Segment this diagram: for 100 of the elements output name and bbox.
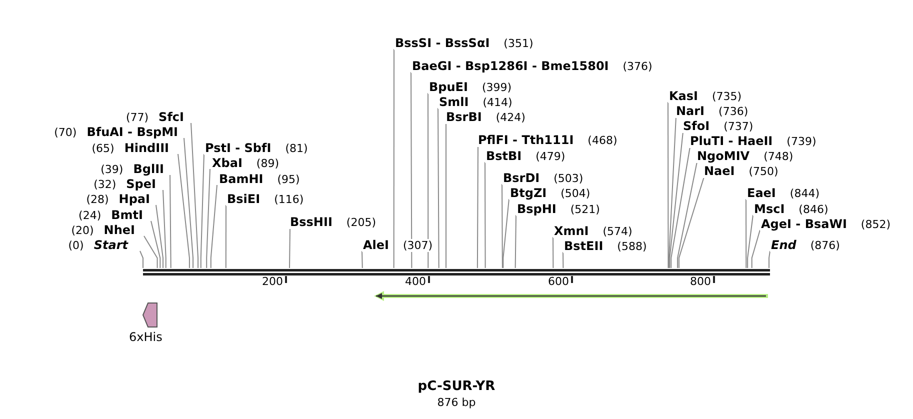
leader-line [210,184,218,268]
enzyme-name: PluTI - HaeII [689,134,774,148]
leader-line [438,108,440,268]
leader-line [678,176,704,268]
enzyme-name: AgeI - BsaWI [760,217,848,231]
cut-position: (852) [860,218,892,231]
map-caption: 876 bp [436,396,477,409]
cut-position: (588) [616,240,648,253]
leader-line [552,236,554,268]
enzyme-name: BsiEI [226,192,262,206]
leader-line [200,154,204,268]
enzyme-name: BstEII [563,239,604,253]
leader-line [668,102,669,268]
cut-position: (424) [494,111,526,124]
cut-position: (95) [276,173,301,186]
enzyme-name: SfcI [158,110,185,124]
cut-position: (81) [284,142,309,155]
cut-position: (504) [560,187,592,200]
leader-line [751,230,760,268]
leader-line [428,92,429,268]
enzyme-name: SfoI [682,119,711,133]
enzyme-name: BamHI [218,172,264,186]
leader-line [150,220,161,268]
leader-line [502,184,503,268]
cut-position: (77) [124,111,150,124]
cut-position: (351) [502,37,534,50]
enzyme-name: KasI [668,89,700,103]
leader-line [410,72,412,268]
axis-tick-label: 800 [690,275,711,288]
enzyme-name: SmlI [438,95,470,109]
leader-line [144,236,158,268]
cut-position: (503) [552,172,584,185]
leader-line [178,154,190,268]
leader-line [184,138,194,268]
leader-line [562,252,564,268]
leader-line [746,198,747,268]
leader-line [668,116,676,268]
enzyme-name: XmnI [553,224,590,238]
enzyme-name: BfuAI - BspMI [86,125,179,139]
cut-position: (28) [85,193,110,206]
axis-tick-label: 600 [548,275,569,288]
leader-line [670,146,690,268]
leader-line [289,228,290,268]
cut-position: (479) [534,150,566,163]
enzyme-name: BpuEI [428,80,469,94]
cut-position: (0) [67,239,85,252]
cut-position: (846) [798,203,830,216]
cut-position: (737) [722,120,754,133]
map-title: pC-SUR-YR [416,379,496,394]
enzyme-name: NgoMIV [696,149,751,163]
cut-position: (399) [480,81,513,94]
enzyme-name: BmtI [110,208,144,222]
leader-line [476,146,478,268]
enzyme-name: BsrBI [445,110,483,124]
cut-position: (89) [255,157,280,170]
cut-position: (750) [748,165,780,178]
enzyme-name: AleI [362,238,390,252]
enzyme-name: NaeI [703,164,736,178]
cut-position: (205) [345,216,377,229]
enzyme-name: PstI - SbfI [204,141,272,155]
leader-line [225,204,226,268]
cut-position: (735) [711,90,743,103]
leader-line [206,168,210,268]
cut-position: (307) [402,239,434,252]
enzyme-name: End [770,238,798,252]
enzyme-name: PflFI - Tth111I [477,133,575,147]
enzyme-name: BglII [132,162,165,176]
leader-line [190,122,199,268]
cut-position: (376) [622,60,654,73]
cut-position: (65) [90,142,116,155]
cut-position: (739) [786,135,818,148]
cut-position: (32) [92,178,118,191]
cut-position: (468) [586,134,618,147]
enzyme-name: BaeGI - Bsp1286I - Bme1580I [411,59,610,73]
leader-line [768,250,770,268]
axis-tick-label: 200 [262,275,283,288]
enzyme-name: XbaI [211,156,244,170]
enzyme-name: BstBI [485,149,523,163]
leader-line [669,132,684,268]
cut-position: (876) [809,239,841,252]
cut-position: (844) [788,187,820,200]
leader-line [156,204,164,268]
cut-position: (414) [482,96,514,109]
leader-line [484,162,486,268]
leader-line [747,214,754,268]
leader-line [677,162,698,268]
cut-position: (736) [718,105,750,118]
enzyme-name: HindIII [123,141,170,155]
leader-line [140,250,144,268]
cut-position: (70) [53,126,78,139]
cut-position: (574) [602,225,634,238]
enzyme-name: MscI [753,202,786,216]
enzyme-name: BssSI - BssSαI [394,36,491,50]
leader-line [162,190,166,268]
enzyme-name: NarI [675,104,706,118]
leader-line [514,214,516,268]
enzyme-name: EaeI [746,186,777,200]
enzyme-name: NheI [102,223,136,237]
enzyme-name: SpeI [125,177,157,191]
cut-position: (20) [70,224,95,237]
